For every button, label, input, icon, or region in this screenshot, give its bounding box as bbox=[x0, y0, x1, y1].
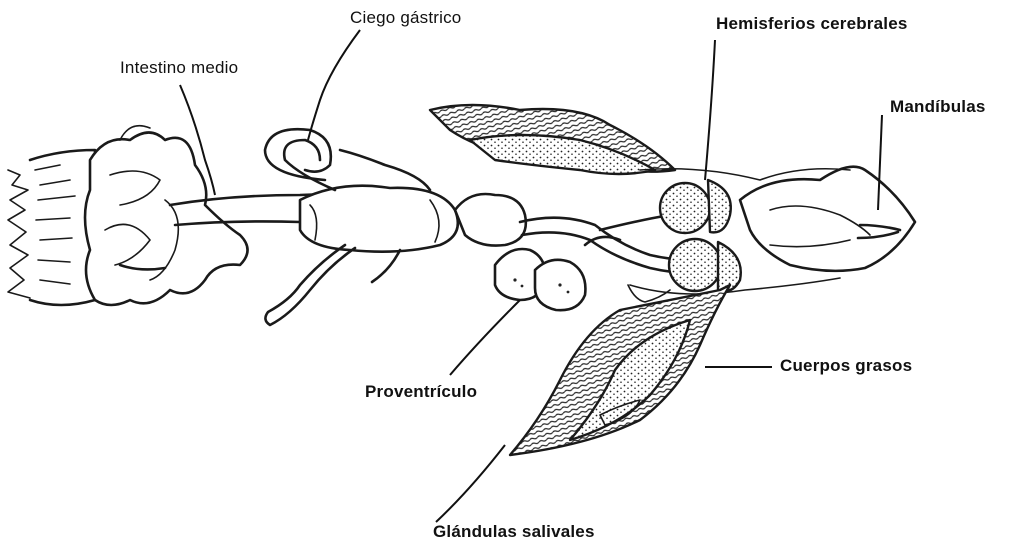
posterior-tissue bbox=[8, 150, 95, 305]
hemisferios-cerebrales-organ bbox=[660, 180, 741, 291]
intestino-medio-organ bbox=[85, 126, 248, 305]
proventriculo-organ bbox=[455, 194, 585, 310]
leader-ciego-gastrico bbox=[308, 30, 360, 140]
leader-glandulas bbox=[436, 445, 505, 522]
label-intestino-medio: Intestino medio bbox=[120, 58, 238, 78]
label-cuerpos-grasos: Cuerpos grasos bbox=[780, 356, 912, 376]
label-proventriculo: Proventrículo bbox=[365, 382, 477, 402]
label-hemisferios-cerebrales: Hemisferios cerebrales bbox=[716, 14, 908, 34]
label-glandulas-salivales: Glándulas salivales bbox=[433, 522, 595, 542]
crop-organ bbox=[300, 186, 458, 252]
leader-proventriculo bbox=[450, 300, 520, 375]
label-mandibulas: Mandíbulas bbox=[890, 97, 986, 117]
leader-hemisferios bbox=[705, 40, 715, 180]
label-ciego-gastrico: Ciego gástrico bbox=[350, 8, 461, 28]
upper-gland-organ bbox=[430, 105, 675, 174]
cuerpos-grasos-organ bbox=[510, 285, 730, 455]
